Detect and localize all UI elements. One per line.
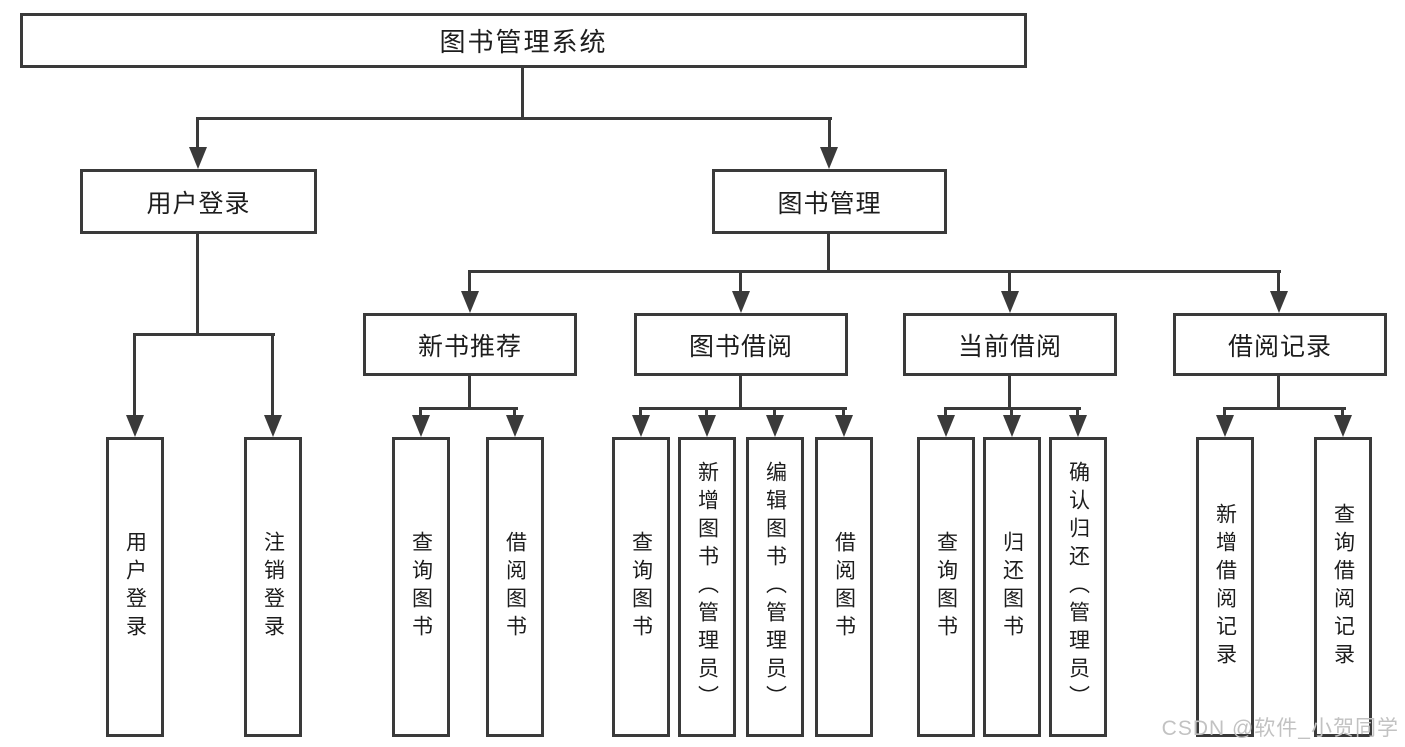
node-book-borrowing: 图书借阅 <box>634 313 848 376</box>
leaf-borrow-books-recommend: 借阅图书 <box>486 437 544 737</box>
connector-line <box>944 407 947 419</box>
node-label: 借阅图书 <box>832 531 856 643</box>
arrow-down-icon <box>264 415 282 437</box>
node-label: 编辑图书（管理员） <box>763 461 787 713</box>
connector-line <box>133 333 136 417</box>
node-book-management: 图书管理 <box>712 169 947 234</box>
connector-line <box>1008 270 1011 292</box>
node-new-book-recommendation: 新书推荐 <box>363 313 577 376</box>
node-label: 图书借阅 <box>688 332 793 361</box>
node-label: 用户登录 <box>123 531 147 643</box>
node-label: 注销登录 <box>261 531 285 643</box>
connector-line <box>196 232 199 336</box>
arrow-down-icon <box>461 291 479 313</box>
node-label: 查询图书 <box>934 531 958 643</box>
connector-line <box>419 407 518 410</box>
leaf-add-books-admin: 新增图书（管理员） <box>678 437 736 737</box>
leaf-add-borrow-record: 新增借阅记录 <box>1196 437 1254 737</box>
connector-line <box>271 333 274 417</box>
node-label: 借阅图书 <box>503 531 527 643</box>
arrow-down-icon <box>1003 415 1021 437</box>
connector-line <box>468 374 471 410</box>
connector-line <box>1223 407 1226 419</box>
node-label: 查询图书 <box>409 531 433 643</box>
node-label: 新增借阅记录 <box>1213 503 1237 671</box>
node-label: 借阅记录 <box>1227 332 1332 361</box>
connector-line <box>842 407 845 419</box>
leaf-return-books: 归还图书 <box>983 437 1041 737</box>
node-label: 查询借阅记录 <box>1331 503 1355 671</box>
connector-line <box>513 407 516 419</box>
csdn-watermark: CSDN @软件_小贺同学 <box>1161 717 1399 740</box>
node-library-management-system: 图书管理系统 <box>20 13 1027 68</box>
arrow-down-icon <box>732 291 750 313</box>
arrow-down-icon <box>835 415 853 437</box>
leaf-query-books-borrowing: 查询图书 <box>612 437 670 737</box>
arrow-down-icon <box>189 147 207 169</box>
leaf-user-login: 用户登录 <box>106 437 164 737</box>
arrow-down-icon <box>820 147 838 169</box>
connector-line <box>828 117 831 149</box>
connector-line <box>1277 270 1280 292</box>
node-label: 新书推荐 <box>417 332 522 361</box>
leaf-edit-books-admin: 编辑图书（管理员） <box>746 437 804 737</box>
leaf-query-borrow-record: 查询借阅记录 <box>1314 437 1372 737</box>
node-label: 当前借阅 <box>957 332 1062 361</box>
arrow-down-icon <box>1334 415 1352 437</box>
arrow-down-icon <box>1001 291 1019 313</box>
connector-line <box>419 407 422 419</box>
arrow-down-icon <box>1270 291 1288 313</box>
node-borrowing-records: 借阅记录 <box>1173 313 1387 376</box>
connector-line <box>468 270 471 292</box>
connector-line <box>1010 407 1013 419</box>
connector-line <box>639 407 642 419</box>
connector-line <box>739 270 742 292</box>
leaf-confirm-return-admin: 确认归还（管理员） <box>1049 437 1107 737</box>
connector-line <box>133 333 275 336</box>
arrow-down-icon <box>126 415 144 437</box>
node-label: 查询图书 <box>629 531 653 643</box>
node-current-borrowing: 当前借阅 <box>903 313 1117 376</box>
connector-line <box>468 270 1281 273</box>
arrow-down-icon <box>506 415 524 437</box>
connector-line <box>1223 407 1346 410</box>
arrow-down-icon <box>632 415 650 437</box>
connector-line <box>196 117 832 120</box>
node-label: 图书管理 <box>777 189 882 218</box>
leaf-query-books-current: 查询图书 <box>917 437 975 737</box>
arrow-down-icon <box>937 415 955 437</box>
leaf-borrow-books: 借阅图书 <box>815 437 873 737</box>
node-label: 图书管理系统 <box>439 27 608 57</box>
connector-line <box>1341 407 1344 419</box>
node-user-login: 用户登录 <box>80 169 317 234</box>
arrow-down-icon <box>698 415 716 437</box>
connector-line <box>1277 374 1280 410</box>
node-label: 用户登录 <box>146 189 251 218</box>
arrow-down-icon <box>412 415 430 437</box>
connector-line <box>1076 407 1079 419</box>
node-label: 归还图书 <box>1000 531 1024 643</box>
connector-line <box>705 407 708 419</box>
connector-line <box>196 117 199 149</box>
connector-line <box>521 68 524 120</box>
node-label: 新增图书（管理员） <box>695 461 719 713</box>
leaf-query-books-recommend: 查询图书 <box>392 437 450 737</box>
connector-line <box>639 407 847 410</box>
arrow-down-icon <box>766 415 784 437</box>
leaf-logout: 注销登录 <box>244 437 302 737</box>
node-label: 确认归还（管理员） <box>1066 461 1090 713</box>
arrow-down-icon <box>1216 415 1234 437</box>
connector-line <box>739 374 742 410</box>
arrow-down-icon <box>1069 415 1087 437</box>
connector-line <box>1008 374 1011 410</box>
connector-line <box>773 407 776 419</box>
connector-line <box>827 232 830 273</box>
